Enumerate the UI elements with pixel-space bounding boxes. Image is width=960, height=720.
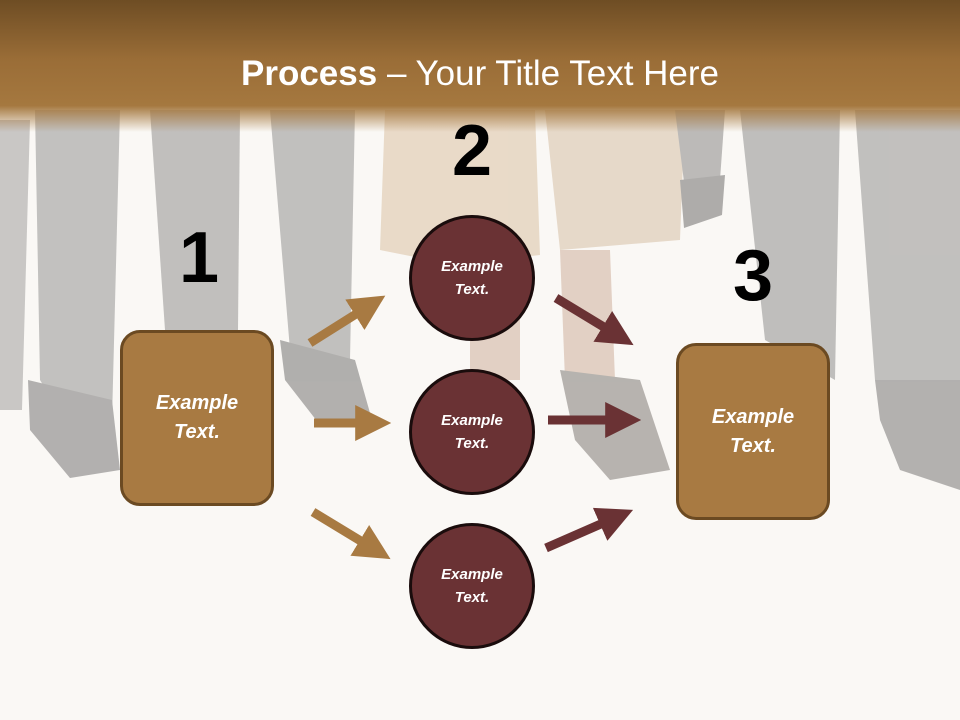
leg-shape: [270, 110, 355, 360]
step-2-circle-bottom: Example Text.: [409, 523, 535, 649]
step-3-box: Example Text.: [676, 343, 830, 520]
circle-text: Example Text.: [441, 566, 503, 606]
circle-text: Example Text.: [441, 258, 503, 298]
step-number-3: 3: [732, 236, 774, 316]
circle-text: Example Text.: [441, 412, 503, 452]
title-bold-part: Process: [241, 54, 378, 93]
arrow-to-circle-top: [307, 295, 386, 347]
leg-shape: [0, 120, 30, 410]
step-2-circle-middle: Example Text.: [409, 369, 535, 495]
leg-shape: [740, 110, 840, 380]
shoe-shape: [280, 340, 372, 425]
leg-shape: [35, 110, 120, 430]
step-1-box: Example Text.: [120, 330, 274, 506]
arrow-to-circle-bottom: [310, 508, 391, 560]
leg-shape: [855, 110, 960, 380]
step-number-1: 1: [178, 218, 220, 298]
arrow-from-circle-bottom: [544, 507, 634, 553]
shoe-shape: [28, 380, 120, 478]
step-1-text: Example Text.: [155, 392, 239, 443]
shoe-shape: [680, 175, 725, 228]
title-rest-part: – Your Title Text Here: [377, 54, 719, 93]
leg-shape: [545, 110, 685, 250]
arrow-from-circle-top: [553, 294, 634, 346]
step-3-text: Example Text.: [711, 405, 795, 457]
leg-shape: [150, 110, 240, 330]
shoe-shape: [875, 380, 960, 490]
slide-title: Process – Your Title Text Here: [0, 52, 960, 96]
step-number-2: 2: [451, 111, 493, 191]
title-banner: [0, 0, 960, 132]
step-2-circle-top: Example Text.: [409, 215, 535, 341]
